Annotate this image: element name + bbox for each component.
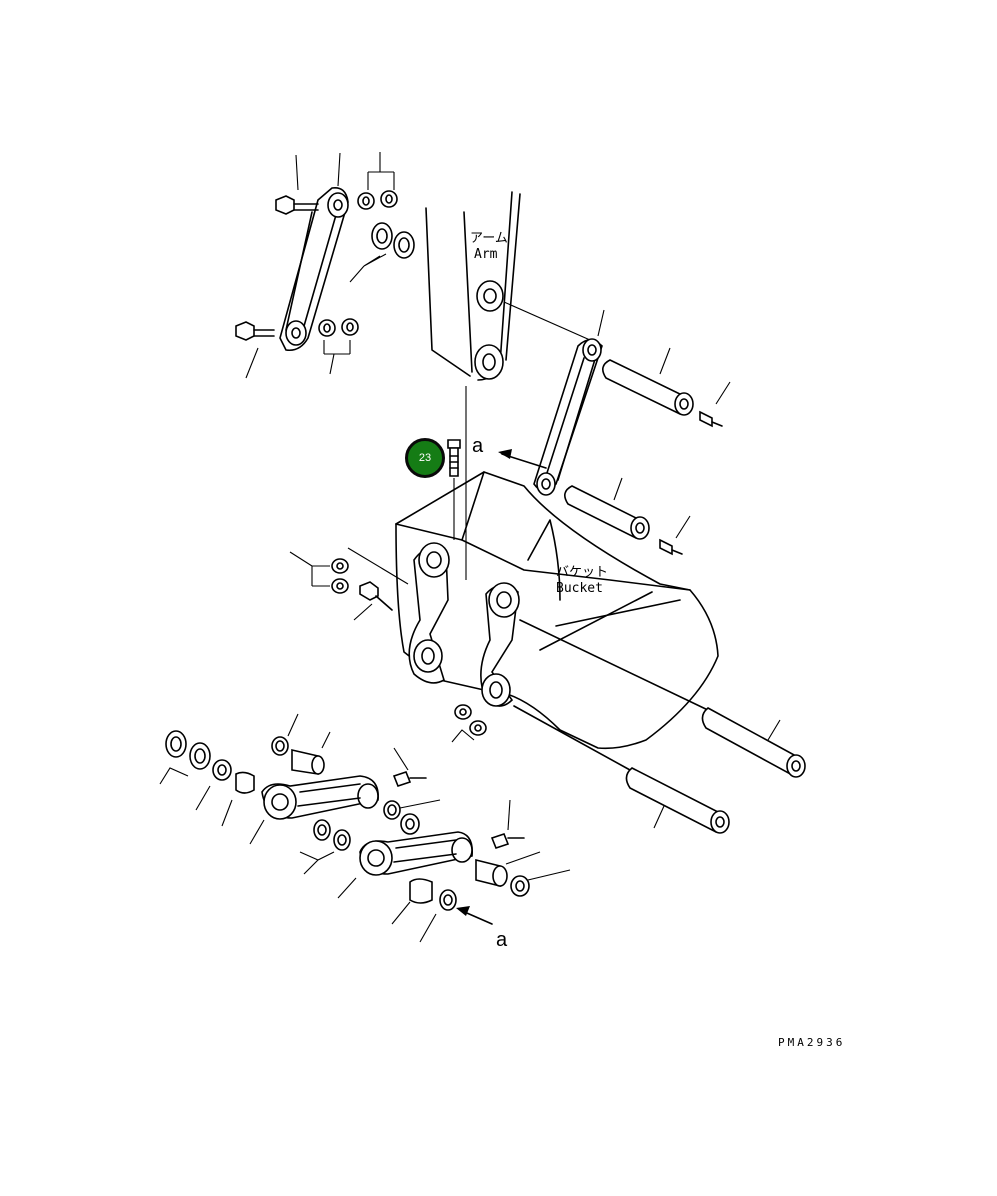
bolt-23 bbox=[447, 386, 467, 580]
arm: アーム Arm bbox=[425, 191, 591, 381]
part-callout-23[interactable]: 23 bbox=[405, 438, 445, 478]
bucket: バケット Bucket bbox=[395, 471, 806, 834]
arm-label-jp: アーム bbox=[470, 231, 508, 246]
drawing-code: PMA2936 bbox=[778, 1036, 845, 1049]
arm-label-en: Arm bbox=[474, 247, 498, 262]
bucket-label-jp: バケット bbox=[556, 565, 608, 580]
lower-link-assembly: a bbox=[159, 713, 571, 951]
bucket-label-en: Bucket bbox=[556, 581, 603, 596]
ref-letter-top: a bbox=[472, 435, 484, 457]
right-link-assembly: a bbox=[472, 309, 731, 556]
ref-letter-bottom: a bbox=[496, 929, 508, 951]
bucket-bolt-nuts bbox=[289, 547, 487, 743]
callout-number: 23 bbox=[418, 452, 432, 464]
upper-link-assembly bbox=[235, 152, 415, 379]
